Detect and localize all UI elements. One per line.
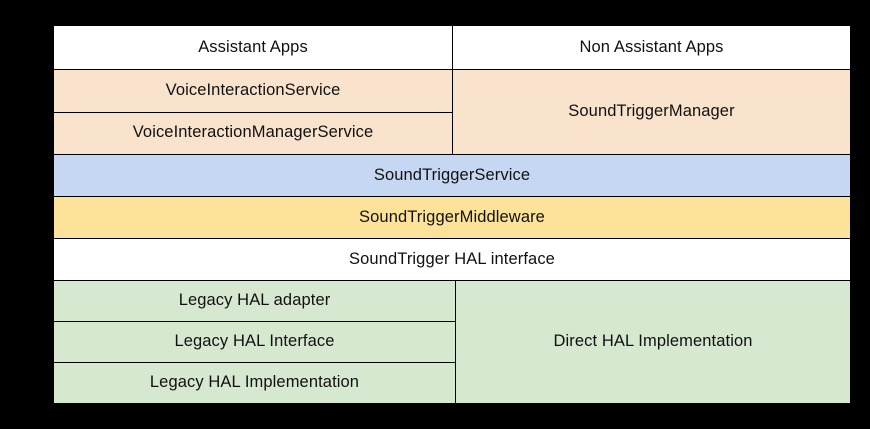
cell-sound-trigger-manager: SoundTriggerManager — [452, 70, 850, 154]
cell-sound-trigger-service: SoundTriggerService — [54, 155, 850, 196]
hal-interface-band: SoundTrigger HAL interface — [54, 238, 850, 280]
cell-legacy-hal-adapter: Legacy HAL adapter — [54, 281, 455, 321]
cell-voice-interaction-service: VoiceInteractionService — [54, 70, 452, 112]
cell-legacy-hal-implementation: Legacy HAL Implementation — [54, 362, 455, 403]
assistant-apps-stack: VoiceInteractionService VoiceInteraction… — [54, 70, 452, 154]
cell-voice-interaction-manager-service: VoiceInteractionManagerService — [54, 111, 452, 154]
cell-direct-hal-implementation: Direct HAL Implementation — [455, 281, 850, 403]
cell-sound-trigger-middleware: SoundTriggerMiddleware — [54, 197, 850, 238]
column-header-assistant-apps: Assistant Apps — [54, 26, 452, 69]
legacy-hal-stack: Legacy HAL adapter Legacy HAL Interface … — [54, 281, 455, 403]
soundtrigger-architecture-table: Assistant Apps Non Assistant Apps VoiceI… — [53, 25, 851, 404]
cell-sound-trigger-hal-interface: SoundTrigger HAL interface — [54, 239, 850, 280]
middleware-band: SoundTriggerMiddleware — [54, 196, 850, 238]
apps-band: VoiceInteractionService VoiceInteraction… — [54, 69, 850, 154]
hal-implementation-band: Legacy HAL adapter Legacy HAL Interface … — [54, 280, 850, 403]
cell-legacy-hal-interface: Legacy HAL Interface — [54, 321, 455, 362]
header-band: Assistant Apps Non Assistant Apps — [54, 26, 850, 69]
column-header-non-assistant-apps: Non Assistant Apps — [452, 26, 850, 69]
service-band: SoundTriggerService — [54, 154, 850, 196]
